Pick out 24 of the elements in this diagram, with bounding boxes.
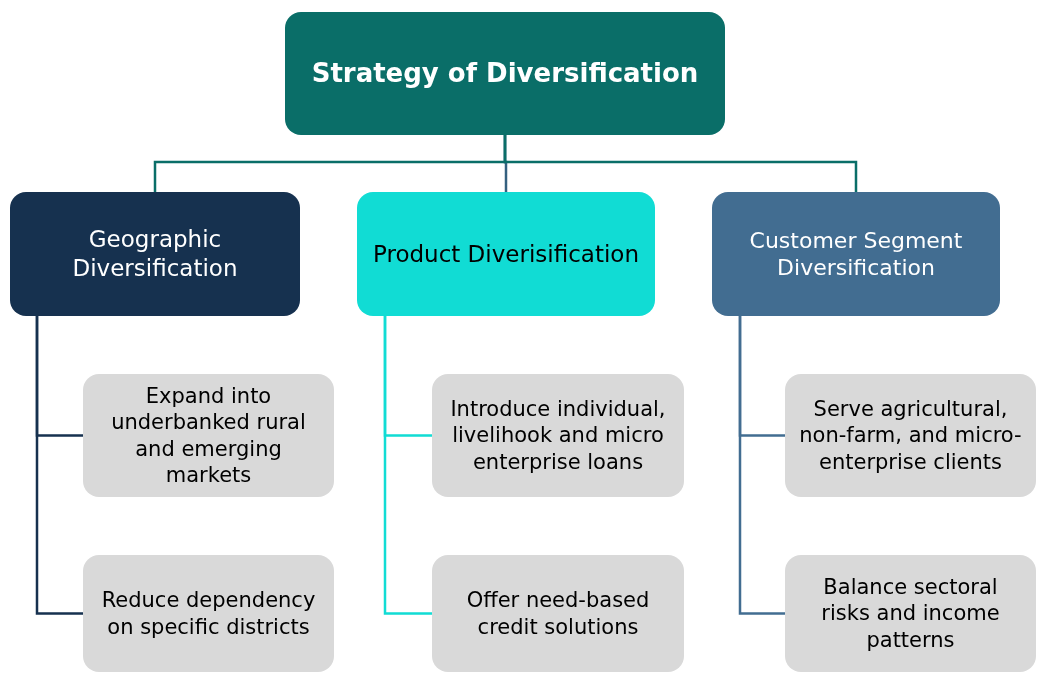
connector-line (503, 135, 858, 192)
box-label: Strategy of Diversification (311, 57, 699, 90)
category-box (357, 192, 655, 316)
category-box (10, 192, 300, 316)
box-label: Expand into underbanked rural and emerging markets (110, 383, 307, 488)
detail-box (785, 374, 1036, 497)
box-label: Serve agricultural, non-farm, and micro-enterprise clients (798, 396, 1023, 475)
box-label: Introduce individual, livelihook and micro enterprise loans (449, 396, 667, 475)
detail-box (432, 555, 684, 672)
detail-box (83, 374, 334, 497)
box-label: Product Diverisification (373, 239, 639, 269)
detail-box (785, 555, 1036, 672)
box-label: Customer Segment Diversification (748, 226, 964, 282)
box-label: Offer need-based credit solutions (465, 587, 651, 640)
connector-line (738, 316, 785, 615)
title-box (285, 12, 725, 135)
detail-box (83, 555, 334, 672)
box-label: Balance sectoral risks and income patterns (820, 574, 1001, 653)
detail-box (432, 374, 684, 497)
box-label: Reduce dependency on specific districts (100, 587, 317, 640)
box-label: Geographic Diversification (71, 225, 239, 283)
connector-line (383, 316, 432, 615)
category-box (712, 192, 1000, 316)
connector-line (35, 316, 83, 615)
